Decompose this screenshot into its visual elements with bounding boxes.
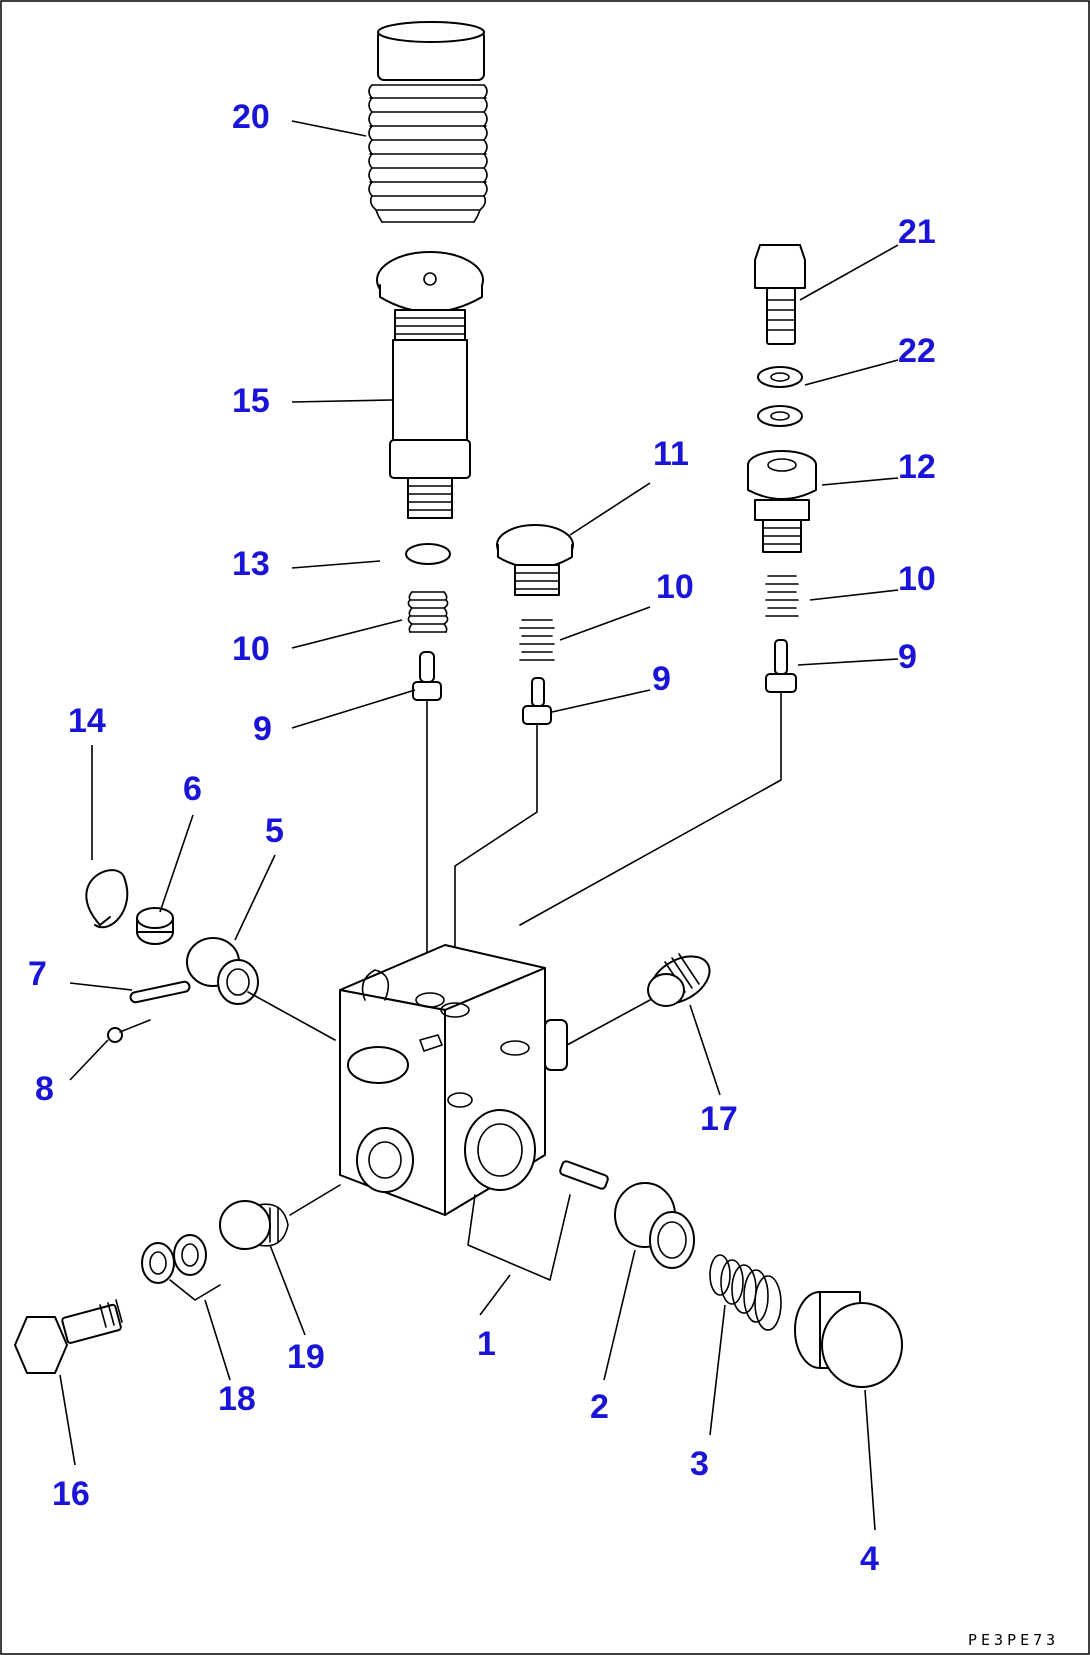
callout-17: 17: [700, 1100, 738, 1138]
callout-3: 3: [690, 1445, 709, 1483]
drawing-code: PE3PE73: [968, 1631, 1059, 1649]
part-14-snap-ring: [85, 869, 129, 929]
part-4-cap-plug: [794, 1291, 903, 1388]
part-6-nut: [136, 907, 174, 945]
part-10-spring-middle: [519, 619, 555, 661]
part-10-spring-right: [765, 575, 799, 617]
callout-21: 21: [898, 213, 936, 251]
part-16-bolt: [14, 1299, 123, 1374]
callout-9-right: 9: [898, 638, 917, 676]
part-1-leader-bracket: [467, 1194, 571, 1281]
part-9-poppet-middle: [454, 677, 552, 996]
part-10-spring-left: [407, 591, 449, 633]
callout-6: 6: [183, 770, 202, 808]
part-17-plug: [647, 953, 711, 1007]
callout-9-left: 9: [253, 710, 272, 748]
part-11-plug: [496, 524, 574, 596]
part-21-bolt: [754, 244, 806, 345]
callout-2: 2: [590, 1388, 609, 1426]
callout-20: 20: [232, 98, 270, 136]
callout-7: 7: [28, 955, 47, 993]
part-22-washer-top: [757, 366, 803, 388]
callout-8: 8: [35, 1070, 54, 1108]
part-18-washer-a: [141, 1242, 175, 1284]
callout-19: 19: [287, 1338, 325, 1376]
part-3-spring: [709, 1254, 782, 1331]
part-15-adjuster: [376, 251, 484, 519]
part-7-pin: [129, 980, 191, 1004]
callout-10-left: 10: [232, 630, 270, 668]
part-1-valve-body: [339, 944, 568, 1216]
callout-5: 5: [265, 812, 284, 850]
callout-16: 16: [52, 1475, 90, 1513]
callout-10-right: 10: [898, 560, 936, 598]
part-20-bellows: [368, 21, 488, 223]
callout-18: 18: [218, 1380, 256, 1418]
callout-22: 22: [898, 332, 936, 370]
callout-15: 15: [232, 382, 270, 420]
callouts: 1 2 3 4 5 6 7 8 9 9 9 10 10 10 10 11 12 …: [28, 98, 936, 1578]
callout-14: 14: [68, 702, 106, 740]
part-19-plug: [219, 1200, 289, 1250]
callout-12: 12: [898, 448, 936, 486]
callout-10-middle: 10: [656, 568, 694, 606]
part-2-sleeve: [614, 1182, 695, 1269]
callout-4: 4: [860, 1540, 879, 1578]
part-5-cap: [186, 937, 259, 1005]
leader-lines: [59, 120, 899, 1531]
part-13-o-ring: [405, 543, 451, 565]
callout-13: 13: [232, 545, 270, 583]
callout-9-middle: 9: [652, 660, 671, 698]
part-8-screw: [107, 1019, 151, 1043]
callout-1: 1: [477, 1325, 496, 1363]
part-9-poppet-right: [519, 639, 797, 926]
part-1-pin: [559, 1160, 609, 1190]
part-22-washer-bottom: [757, 405, 803, 427]
callout-11: 11: [653, 435, 689, 473]
part-12-fitting: [747, 450, 817, 553]
part-18-washer-b: [173, 1234, 207, 1276]
